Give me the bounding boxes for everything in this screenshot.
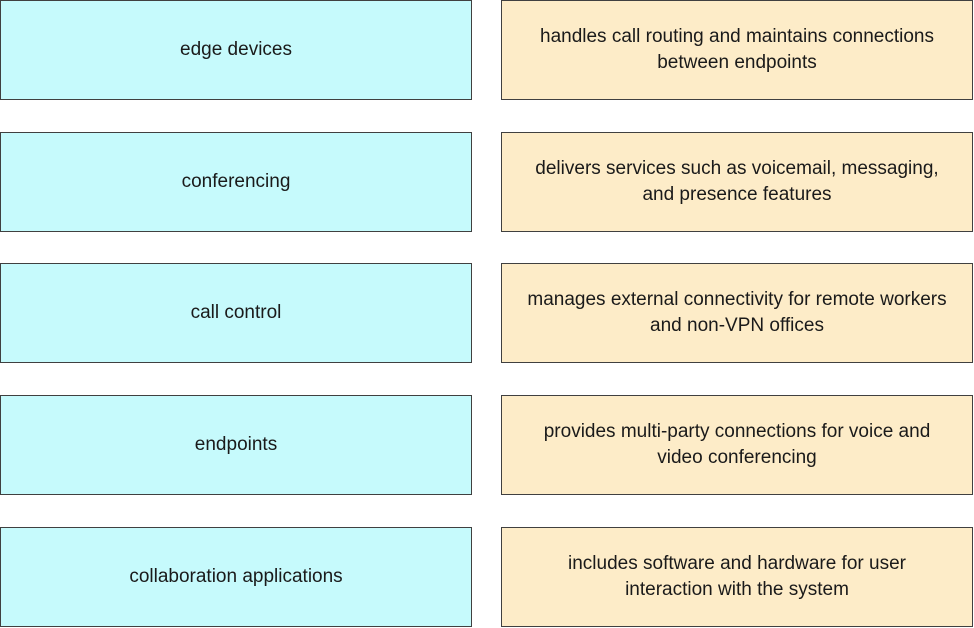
description-text: delivers services such as voicemail, mes…	[535, 158, 939, 205]
description-box-external-connectivity[interactable]: manages external connectivity for remote…	[501, 263, 973, 363]
term-box-collaboration-applications[interactable]: collaboration applications	[0, 527, 472, 627]
term-label: endpoints	[194, 434, 278, 455]
term-label: edge devices	[180, 39, 292, 60]
term-box-conferencing[interactable]: conferencing	[0, 132, 472, 232]
description-text: includes software and hardware for user …	[568, 553, 906, 600]
description-text: handles call routing and maintains conne…	[540, 26, 934, 73]
description-text: provides multi-party connections for voi…	[543, 421, 931, 468]
description-box-voicemail-messaging[interactable]: delivers services such as voicemail, mes…	[501, 132, 973, 232]
description-text: manages external connectivity for remote…	[527, 289, 947, 336]
term-label: collaboration applications	[129, 566, 343, 587]
term-label: call control	[190, 302, 282, 323]
term-box-edge-devices[interactable]: edge devices	[0, 0, 472, 100]
term-label: conferencing	[181, 171, 291, 192]
description-box-call-routing[interactable]: handles call routing and maintains conne…	[501, 0, 973, 100]
description-box-user-interaction[interactable]: includes software and hardware for user …	[501, 527, 973, 627]
term-box-call-control[interactable]: call control	[0, 263, 472, 363]
description-box-multi-party[interactable]: provides multi-party connections for voi…	[501, 395, 973, 495]
term-box-endpoints[interactable]: endpoints	[0, 395, 472, 495]
